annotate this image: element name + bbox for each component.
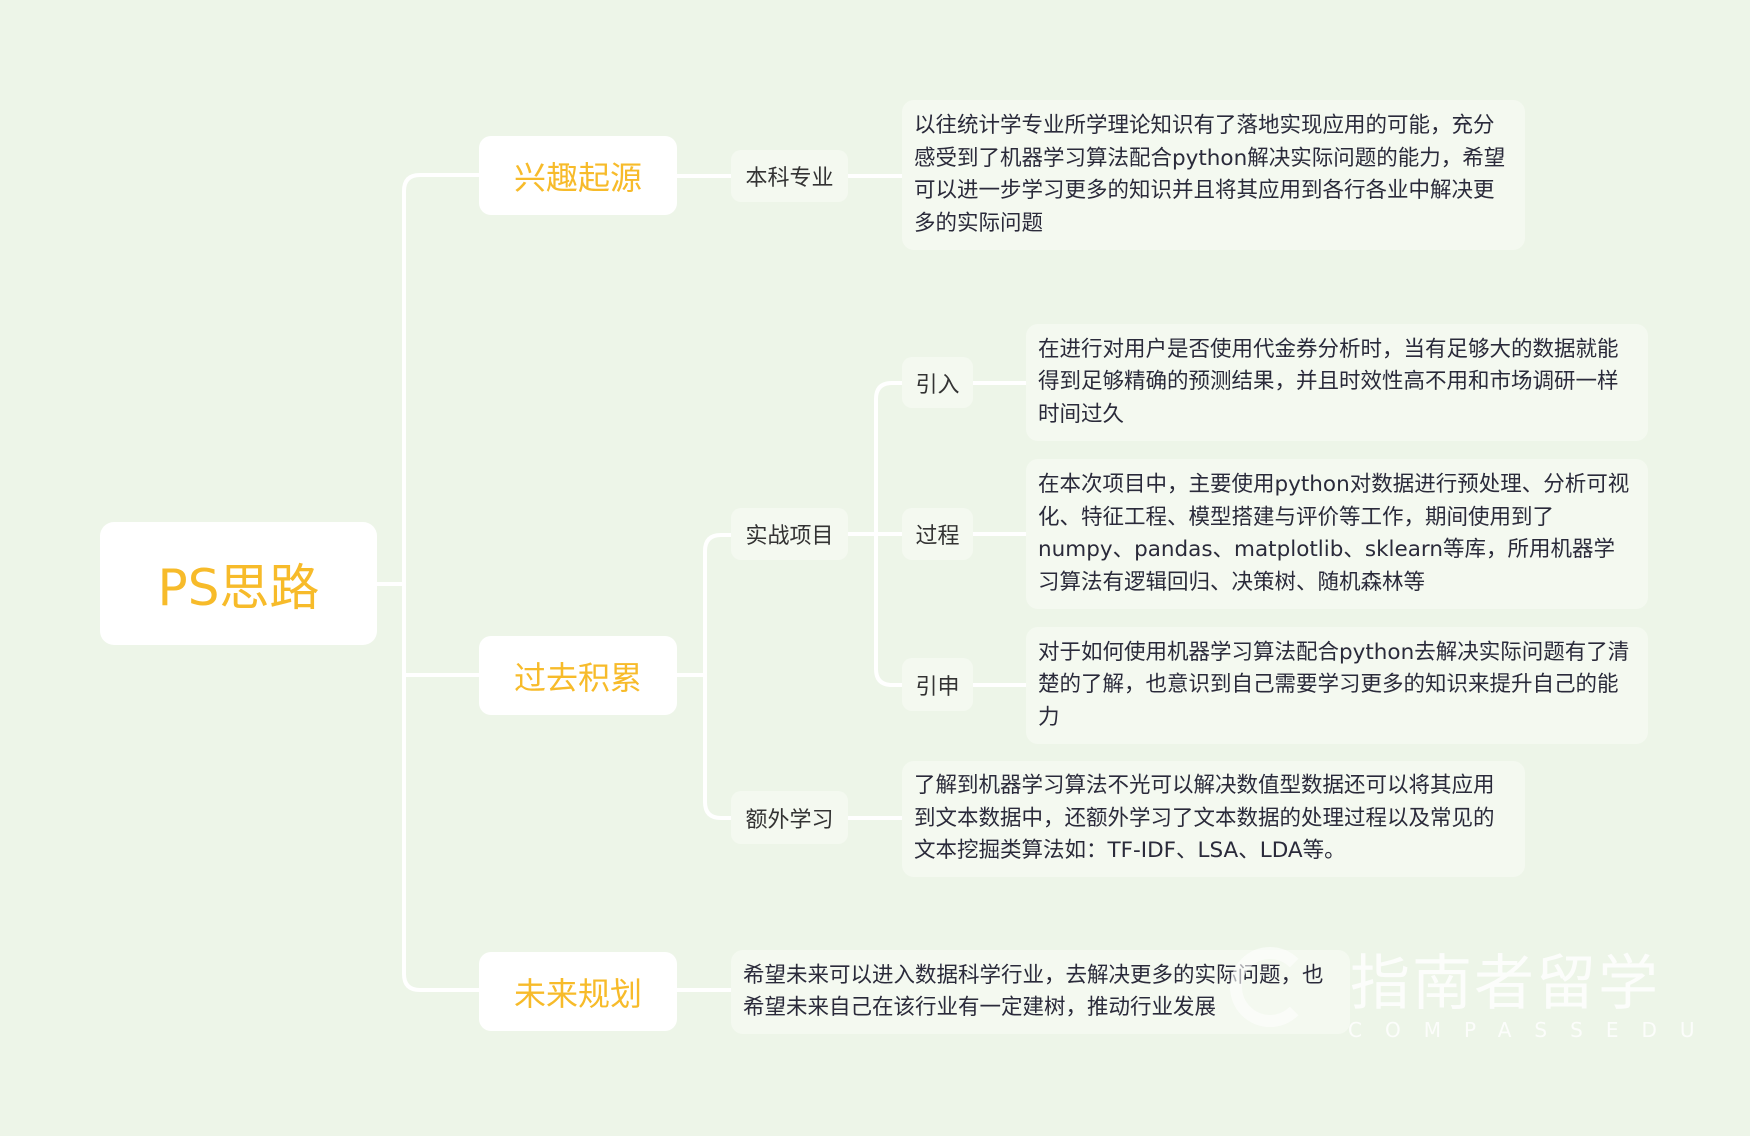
watermark-en: COMPASSEDU (1348, 1018, 1718, 1042)
node-extra-study[interactable]: 额外学习 (731, 791, 848, 844)
text-content: 在本次项目中，主要使用python对数据进行预处理、分析可视化、特征工程、模型搭… (1038, 472, 1630, 595)
text-process[interactable]: 在本次项目中，主要使用python对数据进行预处理、分析可视化、特征工程、模型搭… (1026, 459, 1648, 609)
watermark-cn: 指南者留学 (1350, 949, 1660, 1019)
text-introduction[interactable]: 在进行对用户是否使用代金券分析时，当有足够大的数据就能得到足够精确的预测结果，并… (1026, 324, 1648, 441)
root-node[interactable]: PS思路 (100, 522, 377, 645)
node-label: 引入 (915, 372, 960, 398)
watermark: 指南者留学 COMPASSEDU (1230, 935, 1718, 1042)
node-label: 引申 (915, 674, 960, 700)
node-introduction[interactable]: 引入 (902, 357, 973, 408)
node-label: 未来规划 (513, 974, 642, 1013)
node-process[interactable]: 过程 (902, 508, 973, 560)
text-content: 以往统计学专业所学理论知识有了落地实现应用的可能，充分感受到了机器学习算法配合p… (914, 113, 1506, 236)
node-label: 实战项目 (745, 524, 834, 549)
node-label: 过程 (915, 524, 960, 549)
text-content: 对于如何使用机器学习算法配合python去解决实际问题有了清楚的了解，也意识到自… (1038, 639, 1630, 730)
node-label: 过去积累 (513, 658, 642, 697)
root-label: PS思路 (157, 558, 320, 617)
node-future-plan[interactable]: 未来规划 (479, 952, 677, 1031)
compass-logo-icon (1230, 947, 1310, 1027)
text-content: 希望未来可以进入数据科学行业，去解决更多的实际问题，也希望未来自己在该行业有一定… (743, 962, 1324, 1021)
text-content: 在进行对用户是否使用代金券分析时，当有足够大的数据就能得到足够精确的预测结果，并… (1038, 336, 1619, 427)
text-undergrad-major[interactable]: 以往统计学专业所学理论知识有了落地实现应用的可能，充分感受到了机器学习算法配合p… (902, 100, 1525, 250)
node-label: 额外学习 (745, 807, 834, 833)
text-extra-study[interactable]: 了解到机器学习算法不光可以解决数值型数据还可以将其应用到文本数据中，还额外学习了… (902, 761, 1525, 877)
node-label: 兴趣起源 (513, 158, 642, 197)
node-label: 本科专业 (745, 166, 834, 191)
node-past-accumulation[interactable]: 过去积累 (479, 636, 677, 715)
node-undergrad-major[interactable]: 本科专业 (731, 150, 848, 202)
text-content: 了解到机器学习算法不光可以解决数值型数据还可以将其应用到文本数据中，还额外学习了… (914, 773, 1495, 864)
node-practical-project[interactable]: 实战项目 (731, 508, 848, 560)
node-extension[interactable]: 引申 (902, 658, 973, 711)
node-interest-origin[interactable]: 兴趣起源 (479, 136, 677, 215)
text-extension[interactable]: 对于如何使用机器学习算法配合python去解决实际问题有了清楚的了解，也意识到自… (1026, 627, 1648, 744)
